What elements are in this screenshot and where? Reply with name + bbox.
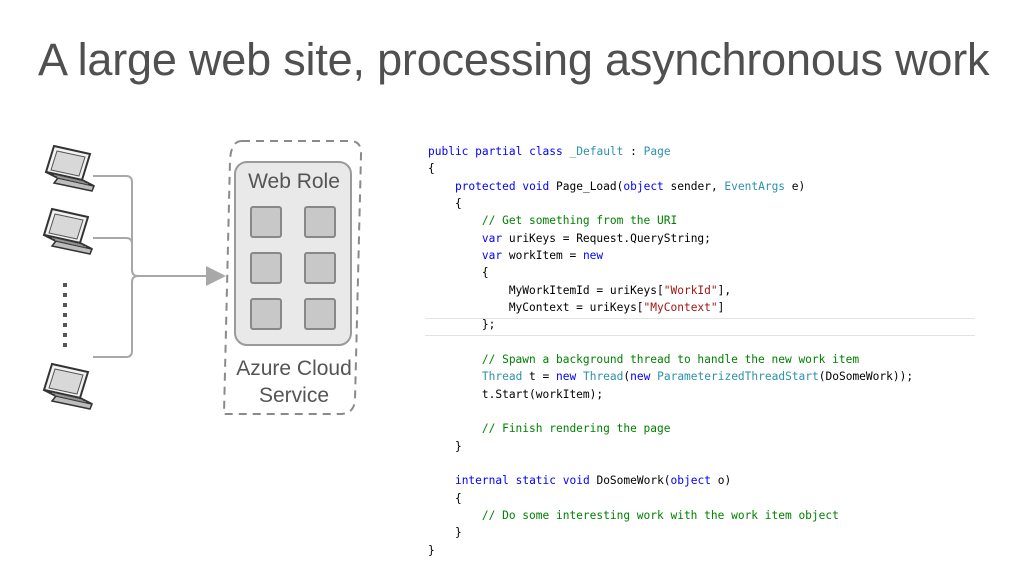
code-line: // Spawn a background thread to handle t… (428, 352, 860, 366)
code-line: } (428, 439, 462, 453)
code-line: t.Start(workItem); (428, 387, 604, 401)
architecture-diagram: Web Role Azure Cloud Service (43, 140, 363, 415)
instance-tile-icon (250, 298, 282, 330)
code-line: { (428, 196, 462, 210)
service-label-line-2: Service (259, 384, 329, 407)
code-line: } (428, 543, 435, 557)
code-line (428, 334, 913, 351)
code-line: } (428, 526, 462, 540)
code-line: internal static void DoSomeWork(object o… (454, 474, 732, 488)
code-line: public partial class _Default : Page (428, 145, 671, 158)
code-line: // Do some interesting work with the wor… (428, 508, 839, 522)
code-line: var workItem = new (481, 248, 604, 262)
code-line: var uriKeys = Request.QueryString; (481, 231, 711, 245)
code-line: protected void Page_Load(object sender, … (454, 179, 806, 193)
code-line: MyContext = uriKeys["MyContext"] (428, 300, 725, 314)
instance-tile-icon (304, 252, 336, 284)
current-line-highlight (425, 318, 975, 336)
role-instance-tiles (250, 206, 336, 330)
client-laptop-n-icon (43, 363, 93, 410)
client-connectors (93, 175, 226, 358)
code-line: // Finish rendering the page (428, 422, 671, 436)
client-laptop-2-icon (43, 208, 93, 255)
instance-tile-icon (250, 252, 282, 284)
code-line: }; (428, 318, 496, 332)
azure-cloud-service-boundary (222, 140, 363, 415)
code-line: Thread t = new Thread(new ParameterizedT… (481, 370, 914, 384)
instance-tile-icon (304, 298, 336, 330)
ellipsis-dots (63, 283, 67, 347)
service-label-line-1: Azure Cloud (236, 357, 352, 380)
code-line: // Get something from the URI (428, 214, 678, 228)
code-line: { (428, 491, 462, 505)
code-line (428, 403, 913, 420)
code-line: MyWorkItemId = uriKeys["WorkId"], (428, 283, 732, 297)
instance-tile-icon (304, 206, 336, 238)
code-line: { (428, 266, 489, 280)
code-listing: public partial class _Default : Page { pr… (428, 143, 913, 559)
web-role-label: Web Role (248, 170, 340, 193)
instance-tile-icon (250, 206, 282, 238)
slide-title: A large web site, processing asynchronou… (38, 34, 990, 85)
code-line (428, 455, 913, 472)
code-line: { (428, 162, 435, 176)
client-laptop-1-icon (45, 145, 95, 192)
